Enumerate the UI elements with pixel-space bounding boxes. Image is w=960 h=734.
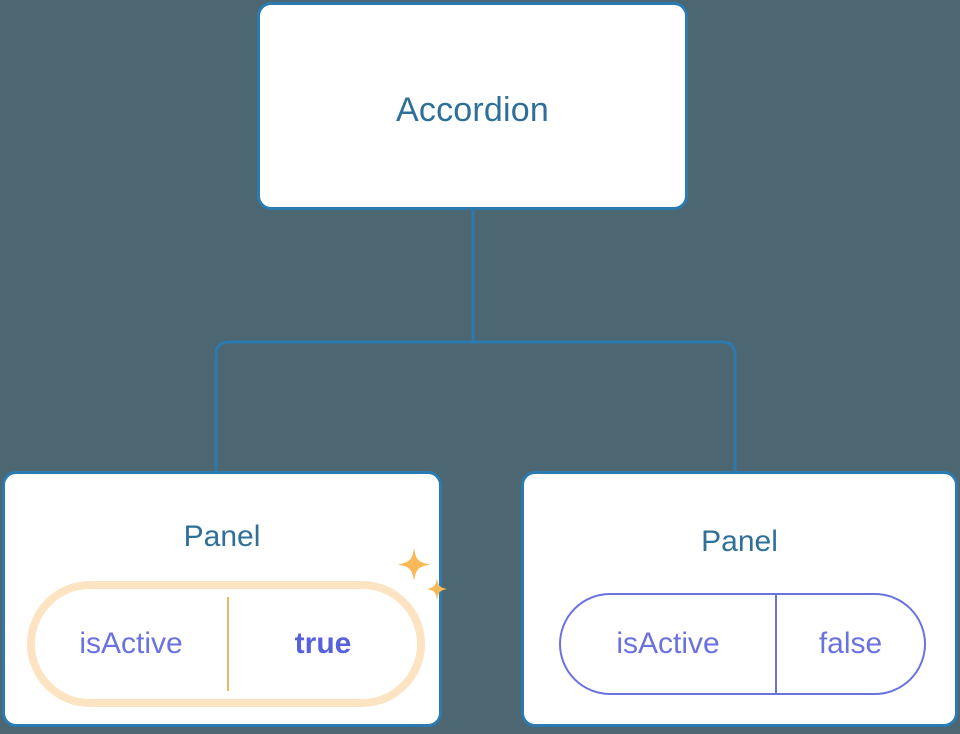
sparkle-icon (427, 578, 447, 600)
prop-pill-key: isActive (616, 627, 720, 660)
node-panel-inactive[interactable]: Panel isActive false (521, 471, 958, 727)
node-accordion-title: Accordion (396, 91, 549, 129)
prop-pill-key: isActive (79, 627, 183, 660)
connector-branch-right (473, 340, 737, 471)
prop-pill-value: true (227, 597, 417, 691)
prop-pill-isactive-false[interactable]: isActive false (559, 593, 926, 695)
connector-branch-left (214, 340, 473, 471)
node-panel-active[interactable]: Panel isActive true (2, 471, 447, 727)
node-accordion[interactable]: Accordion (257, 2, 688, 210)
prop-pill-value: false (775, 595, 924, 693)
prop-pill-isactive-true[interactable]: isActive true (35, 589, 417, 699)
node-panel-active-title: Panel (183, 520, 261, 553)
node-panel-inactive-title: Panel (701, 525, 778, 558)
